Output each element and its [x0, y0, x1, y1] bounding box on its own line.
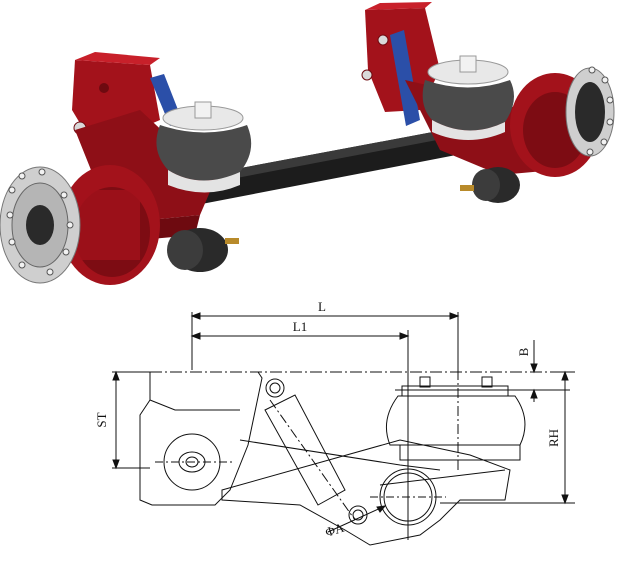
trailing-arm-outline — [221, 439, 511, 546]
axle-render — [0, 2, 615, 285]
label-L: L — [318, 299, 326, 314]
technical-drawing — [112, 312, 575, 546]
left-air-spring — [156, 101, 252, 193]
label-RH: RH — [546, 429, 561, 447]
shock-absorber-outline — [264, 378, 368, 525]
left-brake-assembly — [60, 165, 239, 285]
right-air-spring — [422, 55, 514, 140]
dimension-B — [530, 340, 538, 402]
dimension-L1 — [190, 330, 410, 540]
left-wheel-hub — [0, 166, 81, 284]
dimension-L — [190, 312, 460, 370]
axle-tube-outline — [327, 468, 446, 533]
right-shock-absorber — [390, 30, 420, 126]
label-ST: ST — [94, 412, 109, 427]
right-wheel-hub — [565, 66, 615, 157]
hanger-bracket-outline — [130, 371, 263, 506]
dimension-ST — [112, 370, 150, 470]
air-spring-outline — [385, 370, 526, 470]
dimension-RH — [440, 370, 575, 505]
label-B: B — [516, 347, 531, 356]
label-L1: L1 — [293, 319, 307, 334]
label-phiA: ΦA — [323, 519, 346, 539]
left-trailing-arm — [75, 110, 215, 220]
